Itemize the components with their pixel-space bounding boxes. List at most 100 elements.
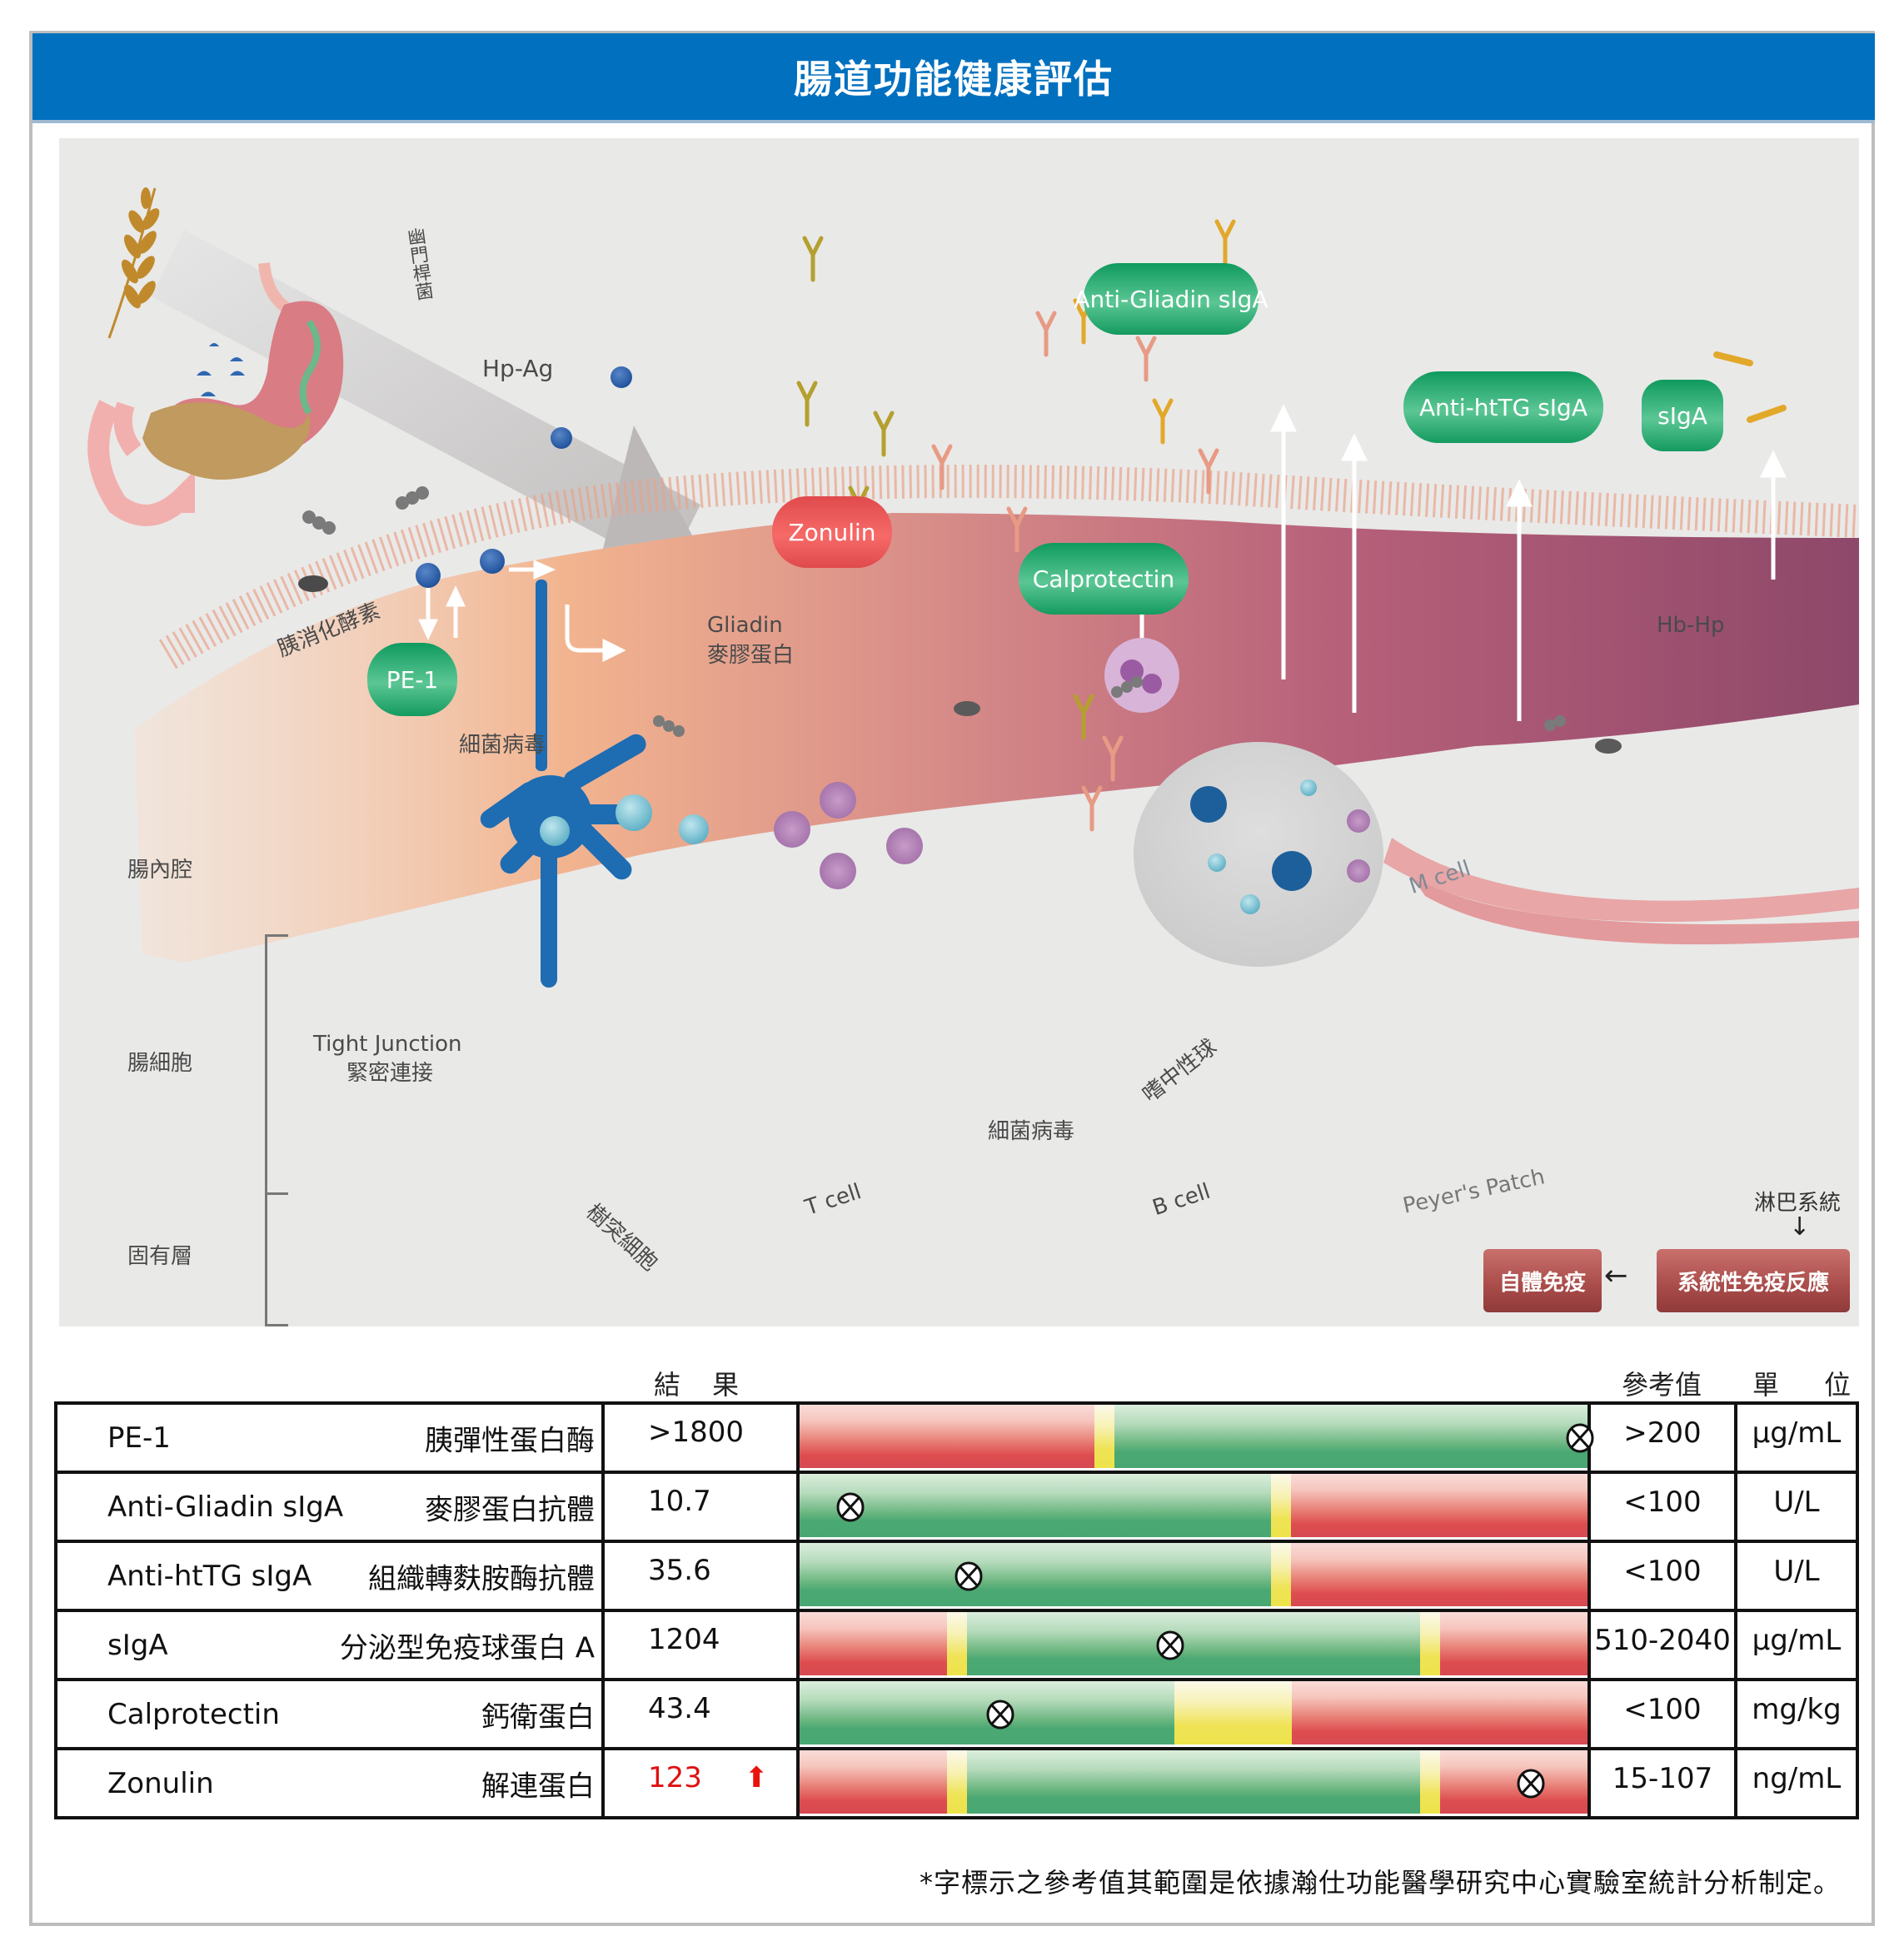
gauge-segment-red <box>1291 1543 1587 1606</box>
test-name-zh: 解連蛋白 <box>481 1769 595 1803</box>
results-table: PE-1 胰彈性蛋白酶>1800 >200 µg/mL Anti-Gliadin sIg… <box>54 1401 1859 1819</box>
gut-illustration: 幽門桿菌 Hp-Ag 胰消化酵素 細菌病毒 腸內腔 腸細胞 固有層 Tight … <box>59 138 1859 1326</box>
neutrophil-icon <box>1104 638 1179 713</box>
label-tight-junction-zh: 緊密連接 <box>346 1061 434 1086</box>
range-gauge-cell <box>796 1678 1591 1750</box>
gauge-segment-yellow <box>1420 1750 1441 1814</box>
gauge-segment-green <box>1114 1405 1587 1468</box>
result-marker-icon <box>1565 1422 1595 1454</box>
t-cells <box>540 794 709 846</box>
result-cell: 35.6 <box>601 1540 800 1612</box>
bracket-tick <box>265 934 288 937</box>
test-name-zh: 分泌型免疫球蛋白 A <box>339 1631 595 1665</box>
result-cell: >1800 <box>601 1401 800 1474</box>
unit-cell: µg/mL <box>1734 1401 1859 1474</box>
dendritic-cell <box>480 580 650 988</box>
pill-anti-gliadin-label: Anti-Gliadin sIgA <box>1074 285 1269 313</box>
title-bar: 腸道功能健康評估 <box>32 33 1875 123</box>
pill-pe1-label: PE-1 <box>386 665 439 694</box>
antibody-icons <box>796 219 1787 832</box>
bacteria-icons <box>298 486 1622 754</box>
result-marker-icon <box>835 1491 865 1523</box>
epithelium-layer <box>134 465 1859 963</box>
reference-value: >200 <box>1623 1416 1702 1450</box>
reference-value: <100 <box>1623 1554 1702 1588</box>
range-gauge-cell <box>796 1540 1591 1612</box>
range-gauge-cell <box>796 1747 1591 1819</box>
unit-value: U/L <box>1773 1554 1820 1588</box>
result-value: 43.4 <box>648 1692 711 1726</box>
gauge-segment-green <box>967 1612 1421 1675</box>
result-marker-icon <box>1516 1768 1546 1799</box>
reference-value: <100 <box>1623 1692 1702 1726</box>
gauge-segment-yellow <box>1094 1405 1115 1468</box>
b-cells <box>774 782 923 889</box>
gauge-segment-red <box>800 1405 1094 1468</box>
label-microbes-top: 細菌病毒 <box>459 733 546 758</box>
label-gliadin-en: Gliadin <box>707 613 783 638</box>
pill-calprotectin: Calprotectin <box>1019 543 1189 615</box>
range-gauge <box>800 1681 1587 1744</box>
reference-cell: <100 <box>1587 1540 1737 1612</box>
label-hp-ag: Hp-Ag <box>482 355 554 382</box>
peyers-patch <box>1134 742 1859 967</box>
test-name-en: PE-1 <box>107 1421 171 1455</box>
range-gauge <box>800 1405 1587 1468</box>
test-name-cell: PE-1 胰彈性蛋白酶 <box>54 1401 605 1474</box>
gauge-segment-red <box>1291 1474 1587 1537</box>
gauge-segment-yellow <box>1174 1681 1293 1744</box>
test-name-zh: 鈣衛蛋白 <box>481 1700 595 1734</box>
label-lumen: 腸內腔 <box>127 858 193 883</box>
result-marker-icon <box>954 1560 984 1592</box>
result-cell: 123⬆ <box>601 1747 800 1819</box>
table-row: PE-1 胰彈性蛋白酶>1800 >200 µg/mL <box>54 1401 1859 1474</box>
unit-value: U/L <box>1773 1485 1820 1519</box>
range-gauge-cell <box>796 1471 1591 1543</box>
test-name-en: Anti-Gliadin sIgA <box>107 1490 344 1524</box>
test-name-en: sIgA <box>107 1628 168 1662</box>
label-lamina-propria: 固有層 <box>127 1244 193 1269</box>
unit-cell: ng/mL <box>1734 1747 1859 1819</box>
label-microbes-bottom: 細菌病毒 <box>988 1119 1075 1144</box>
unit-value: µg/mL <box>1752 1623 1842 1657</box>
label-lymph-system: 淋巴系統 <box>1754 1191 1842 1216</box>
gauge-segment-yellow <box>1420 1612 1441 1675</box>
pill-anti-httg: Anti-htTG sIgA <box>1403 371 1603 443</box>
range-gauge <box>800 1612 1587 1675</box>
gauge-segment-yellow <box>946 1750 968 1814</box>
test-name-en: Calprotectin <box>107 1697 280 1731</box>
bracket-tick <box>265 1192 288 1195</box>
result-cell: 10.7 <box>601 1471 800 1543</box>
unit-cell: µg/mL <box>1734 1609 1859 1681</box>
pill-anti-gliadin: Anti-Gliadin sIgA <box>1074 263 1269 335</box>
bracket-tick <box>265 1324 288 1326</box>
autoimmune-label: 自體免疫 <box>1498 1270 1586 1296</box>
label-enterocyte: 腸細胞 <box>127 1051 193 1076</box>
gauge-segment-yellow <box>1270 1543 1292 1606</box>
gauge-segment-red <box>800 1750 947 1814</box>
test-name-zh: 麥膠蛋白抗體 <box>425 1493 595 1526</box>
pill-anti-httg-label: Anti-htTG sIgA <box>1419 393 1587 421</box>
range-gauge <box>800 1750 1587 1814</box>
reference-value: 510-2040 <box>1594 1623 1731 1657</box>
label-hb-hp: Hb-Hp <box>1657 613 1725 638</box>
page-title: 腸道功能健康評估 <box>794 57 1114 102</box>
autoimmune-box: 自體免疫 <box>1483 1249 1602 1312</box>
reference-cell: 15-107 <box>1587 1747 1737 1819</box>
range-gauge-cell <box>796 1609 1591 1681</box>
footnote: *字標示之參考值其範圍是依據瀚仕功能醫學研究中心實驗室統計分析制定。 <box>919 1867 1841 1899</box>
gauge-segment-green <box>800 1474 1271 1537</box>
pill-zonulin-label: Zonulin <box>788 518 876 546</box>
pill-zonulin: Zonulin <box>772 496 892 568</box>
test-name-zh: 胰彈性蛋白酶 <box>425 1424 595 1457</box>
gauge-segment-red <box>1440 1612 1587 1675</box>
illustration-graphics <box>87 187 1859 988</box>
gauge-segment-yellow <box>1270 1474 1292 1537</box>
gauge-segment-green <box>967 1750 1421 1814</box>
